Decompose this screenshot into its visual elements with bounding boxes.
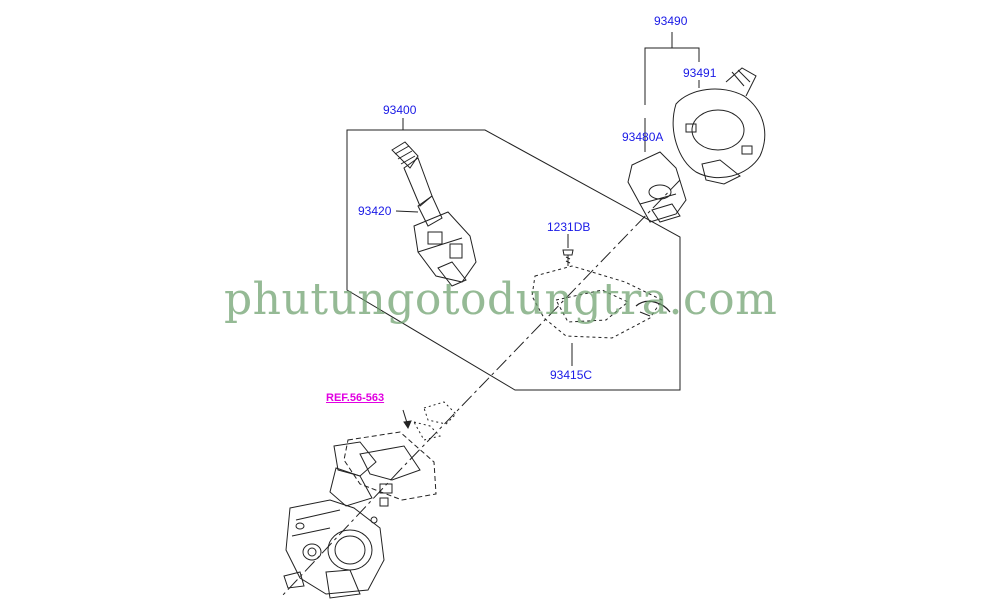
part-label-93415c[interactable]: 93415C: [550, 368, 593, 382]
part-label-93420[interactable]: 93420: [358, 204, 392, 218]
column-centerline: [399, 179, 681, 471]
part-label-1231db[interactable]: 1231DB: [547, 220, 591, 234]
steering-column-lock-assembly: [283, 431, 437, 599]
leader-93420: [395, 210, 419, 213]
part-label-93480a[interactable]: 93480A: [622, 130, 664, 144]
part-label-93490[interactable]: 93490: [654, 14, 688, 28]
switch-body-93415c: [531, 265, 663, 339]
part-label-93491[interactable]: 93491: [683, 66, 717, 80]
part-label-93400[interactable]: 93400: [383, 103, 417, 117]
screw-1231db: [562, 249, 574, 266]
clock-spring-93491: [672, 67, 766, 185]
reference-link[interactable]: REF.56-563: [326, 392, 385, 404]
clock-spring-93480a: [627, 151, 687, 223]
assembly-frame-93400: [346, 129, 681, 391]
multifunction-switch-93420: [391, 141, 477, 287]
